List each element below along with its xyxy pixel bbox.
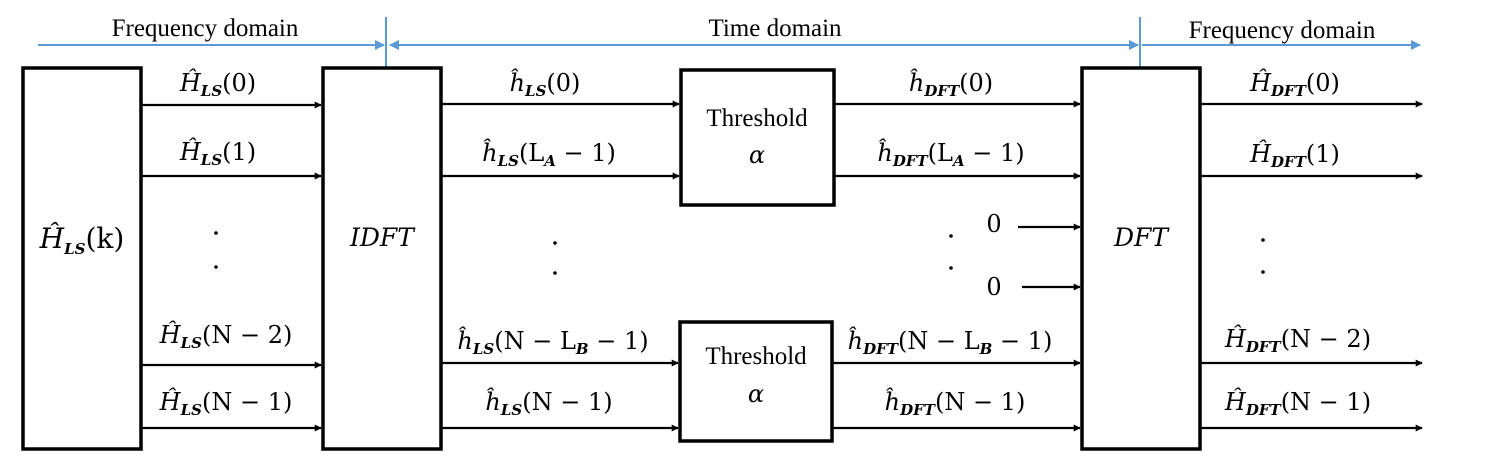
label-H-LS-N-2: ĤLS(N − 2) (159, 320, 293, 352)
label-H-LS-N-1: ĤLS(N − 1) (159, 387, 293, 419)
label-H-DFT-0: ĤDFT(0) (1249, 68, 1340, 100)
right-domain-label: Frequency domain (1189, 17, 1376, 44)
wires-ls-to-idft (141, 101, 322, 432)
label-h-LS-N-LB-1: ĥLS(N − LB − 1) (457, 326, 648, 358)
threshold-top-alpha: α (749, 141, 765, 169)
label-h-DFT-0: ĥDFT(0) (909, 68, 993, 100)
idft-block (321, 66, 443, 451)
threshold-bottom-alpha: α (748, 380, 764, 408)
label-H-DFT-N-1: ĤDFT(N − 1) (1224, 387, 1371, 419)
ellipsis-dot (949, 266, 953, 270)
dft-block (1080, 66, 1202, 451)
ellipsis-dot (214, 231, 218, 235)
ellipsis-dots (214, 231, 1265, 275)
ls-estimate-block (21, 66, 143, 451)
wires-idft-to-threshold (441, 100, 680, 432)
zero-input-label-1: 0 (986, 210, 1001, 238)
zero-input-label-2: 0 (986, 273, 1001, 301)
ellipsis-dot (553, 271, 557, 275)
middle-domain-label: Time domain (708, 15, 842, 42)
label-h-LS-LA-1: ĥLS(LA − 1) (482, 138, 616, 170)
label-H-LS-1: ĤLS(1) (179, 137, 256, 169)
threshold-top-label: Threshold (706, 105, 808, 132)
domain-indicators: Frequency domain Time domain Frequency d… (38, 15, 1421, 68)
ellipsis-dot (1261, 238, 1265, 242)
threshold-block-bottom (678, 320, 834, 443)
ellipsis-dot (214, 265, 218, 269)
wires-dft-outputs (1200, 100, 1423, 432)
label-h-LS-0: ĥLS(0) (510, 68, 581, 100)
label-h-DFT-LA-1: ĥDFT(LA − 1) (877, 138, 1024, 170)
ellipsis-dot (1261, 270, 1265, 274)
wires-threshold-to-dft (832, 100, 1081, 432)
label-H-DFT-N-2: ĤDFT(N − 2) (1224, 324, 1371, 356)
label-H-DFT-1: ĤDFT(1) (1249, 139, 1340, 171)
left-domain-label: Frequency domain (112, 15, 299, 42)
label-h-LS-N-1: ĥLS(N − 1) (485, 387, 612, 419)
ls-estimate-label: ĤLS(k) (39, 222, 125, 258)
ellipsis-dot (553, 241, 557, 245)
label-h-DFT-N-1: ĥDFT(N − 1) (885, 387, 1026, 419)
dft-label: DFT (1113, 223, 1170, 252)
label-H-LS-0: ĤLS(0) (179, 68, 256, 100)
threshold-block-top (679, 68, 836, 207)
label-h-DFT-N-LB-1: ĥDFT(N − LB − 1) (848, 326, 1053, 358)
idft-label: IDFT (349, 223, 416, 252)
ellipsis-dot (949, 234, 953, 238)
threshold-bottom-label: Threshold (705, 343, 807, 370)
